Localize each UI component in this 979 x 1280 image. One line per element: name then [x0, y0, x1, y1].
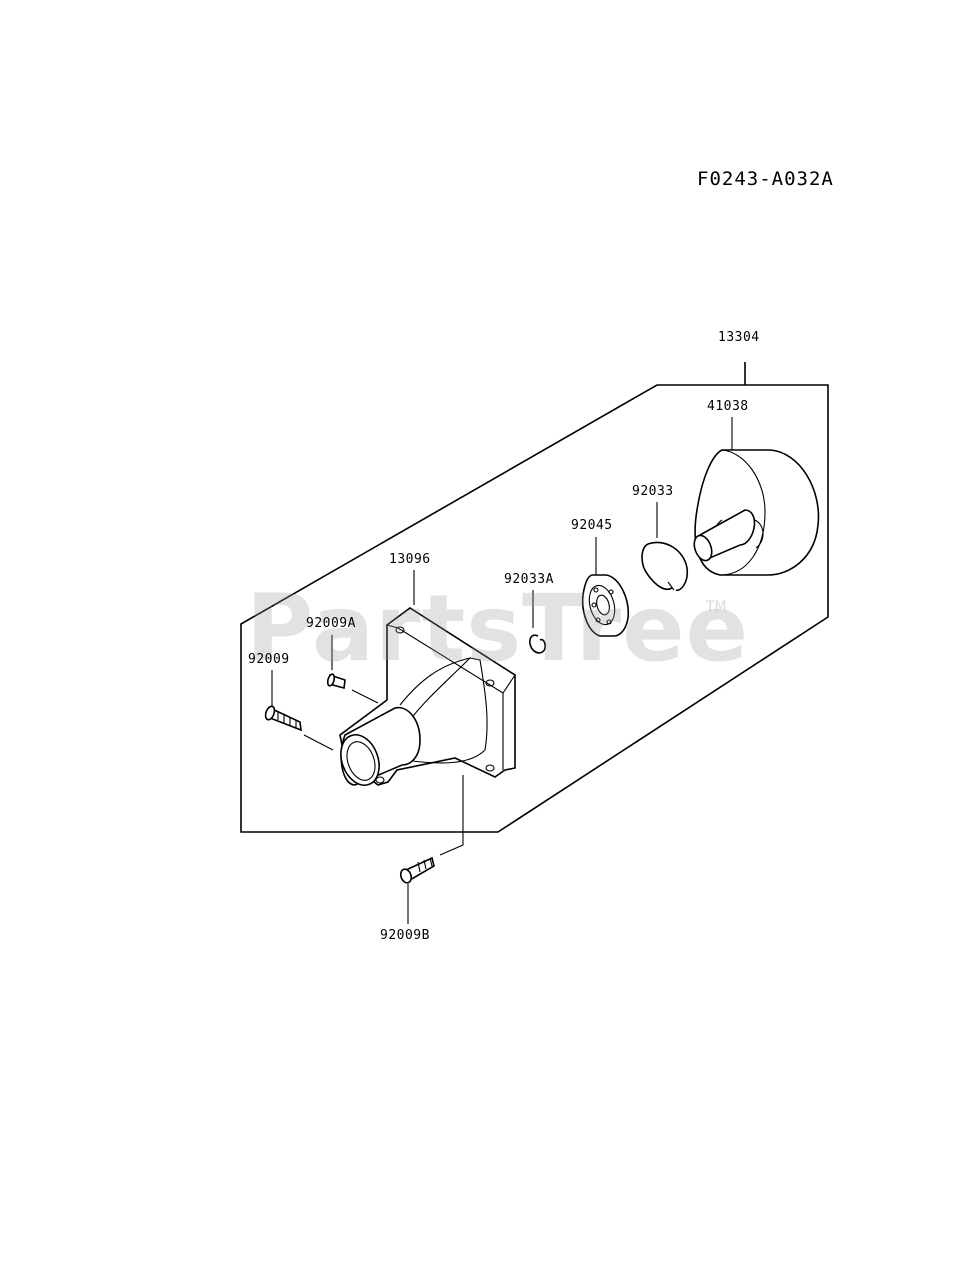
part-label-13304[interactable]: 13304 — [718, 330, 760, 345]
part-label-92045[interactable]: 92045 — [571, 518, 613, 533]
part-label-92009a[interactable]: 92009A — [306, 616, 356, 631]
screw-92009-drawing — [264, 670, 334, 751]
circlip-92033a-drawing — [529, 590, 546, 654]
part-label-92033a[interactable]: 92033A — [504, 572, 554, 587]
part-label-41038[interactable]: 41038 — [707, 399, 749, 414]
part-label-13096[interactable]: 13096 — [389, 552, 431, 567]
assembly-outline — [240, 362, 829, 833]
trademark-mark: TM — [706, 599, 727, 615]
partstree-watermark: PartsTree — [246, 575, 749, 682]
part-label-92009b[interactable]: 92009B — [380, 928, 430, 943]
clutch-drum-41038-drawing — [693, 417, 820, 576]
housing-13096-drawing — [339, 570, 516, 786]
part-label-92033[interactable]: 92033 — [632, 484, 674, 499]
screw-92009a-drawing — [326, 635, 379, 704]
bearing-92045-drawing — [581, 537, 630, 637]
diagram-code: F0243-A032A — [697, 168, 834, 190]
part-label-92009[interactable]: 92009 — [248, 652, 290, 667]
screw-92009b-drawing — [399, 775, 464, 924]
snap-ring-92033-drawing — [641, 502, 689, 592]
